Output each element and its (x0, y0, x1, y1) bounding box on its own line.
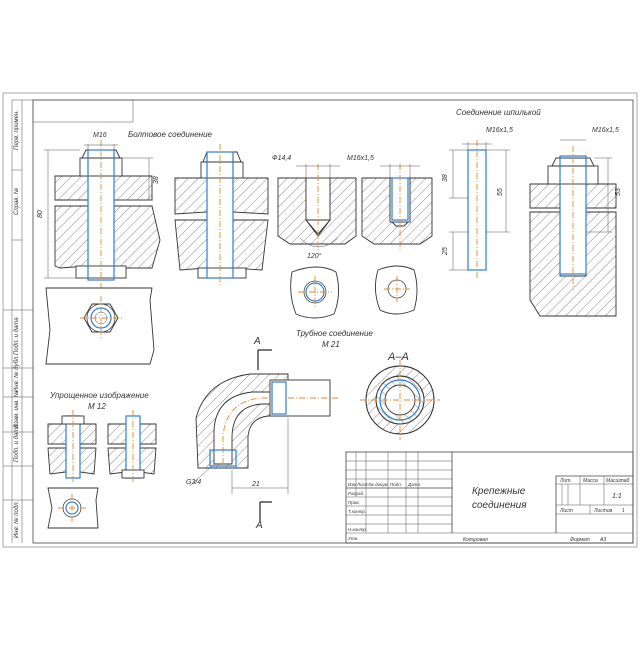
tb-title-1: Крепежные (472, 486, 526, 497)
tb-col-list: Лист (356, 482, 369, 487)
tb-role-2: Т.контр. (348, 509, 366, 514)
bolt-top-view (45, 287, 155, 365)
hole-plan-views (290, 265, 418, 319)
tb-col-date: Дата (407, 482, 420, 487)
dim-25-stud: 25 (442, 247, 449, 256)
tb-mass-label: Масса (583, 478, 598, 484)
threaded-hole-section (361, 164, 433, 250)
dim-80: 80 (37, 210, 44, 218)
dim-m16x15-b: М16х1,5 (486, 127, 513, 134)
dim-angle-120: 120° (307, 252, 322, 260)
top-left-cell (32, 99, 134, 123)
tb-role-5: Утв. (348, 536, 358, 541)
dim-m16x15-c: М16х1,5 (592, 127, 619, 134)
stamp-label-5: Взам. инв. № (13, 390, 20, 428)
blind-hole-section (277, 164, 357, 250)
tb-format-label: Формат (570, 537, 590, 543)
sheet-outer-border (2, 92, 638, 548)
simplified-title: Упрощенное изображение (49, 391, 149, 400)
stamp-label-2: Справ. № (13, 187, 20, 215)
side-stamp: Перв. примен. Справ. № Подп. и дата Инв.… (3, 99, 33, 543)
tb-role-4: Н.контр. (348, 527, 367, 532)
dim-38-stud: 38 (442, 174, 449, 182)
tb-sheets-value: 1 (622, 508, 625, 514)
dim-phi144: Ф14,4 (272, 155, 291, 162)
stud-joint-section (529, 139, 617, 317)
stamp-label-6: Подп. и дата (14, 424, 20, 462)
tb-sheets-label: Листов (593, 508, 613, 514)
dim-m16x15-a: М16х1,5 (347, 155, 374, 162)
section-aa-view (360, 360, 440, 440)
simplified-bolt-views (47, 410, 157, 529)
tb-copied: Копировал (463, 537, 488, 543)
bolt-joint-section (44, 140, 161, 290)
dim-g34: G3/4 (186, 479, 201, 486)
tb-sheet-label: Лист (559, 508, 573, 514)
tb-col-izm: Изм (348, 482, 356, 487)
cut-a-bottom: А (255, 520, 263, 531)
stamp-label-7: Инв. № подл. (13, 501, 20, 538)
stud-part (449, 140, 510, 280)
simplified-size: М 12 (88, 402, 106, 411)
bolt-joint-title: Болтовое соединение (128, 130, 213, 139)
stamp-label-4: Инв. № дубл. (13, 355, 20, 392)
title-block (345, 451, 634, 544)
tb-scale-value: 1:1 (612, 493, 622, 500)
tb-scale-label: Масштаб (606, 478, 630, 484)
tb-role-1: Пров. (348, 500, 360, 505)
tb-col-doc: № докум. (369, 482, 389, 487)
sheet-inner-frame (32, 99, 634, 544)
dim-55-stud: 55 (497, 188, 504, 196)
stamp-label-1: Перв. примен. (14, 110, 20, 150)
pipe-joint-title: Трубное соединение (296, 329, 373, 338)
dim-53: 53 (615, 188, 622, 196)
stud-joint-title: Соединение шпилькой (456, 108, 541, 117)
cut-a-top: А (253, 336, 261, 347)
dim-m16: М16 (93, 132, 107, 139)
stamp-label-3: Подп. и дата (14, 317, 20, 355)
bolt-joint-exterior (174, 144, 269, 286)
dim-38-bolt: 38 (153, 176, 160, 184)
pipe-joint-size: М 21 (322, 340, 340, 349)
tb-lit-label: Лит. (559, 478, 572, 484)
tb-role-0: Разраб. (348, 491, 364, 496)
tb-title-2: соединения (472, 500, 527, 511)
pipe-elbow-section (189, 349, 340, 522)
tb-col-sign: Подп. (390, 482, 402, 487)
tb-format-value: А3 (599, 537, 606, 543)
section-aa-label: А–А (387, 351, 409, 363)
dim-21: 21 (251, 481, 260, 488)
